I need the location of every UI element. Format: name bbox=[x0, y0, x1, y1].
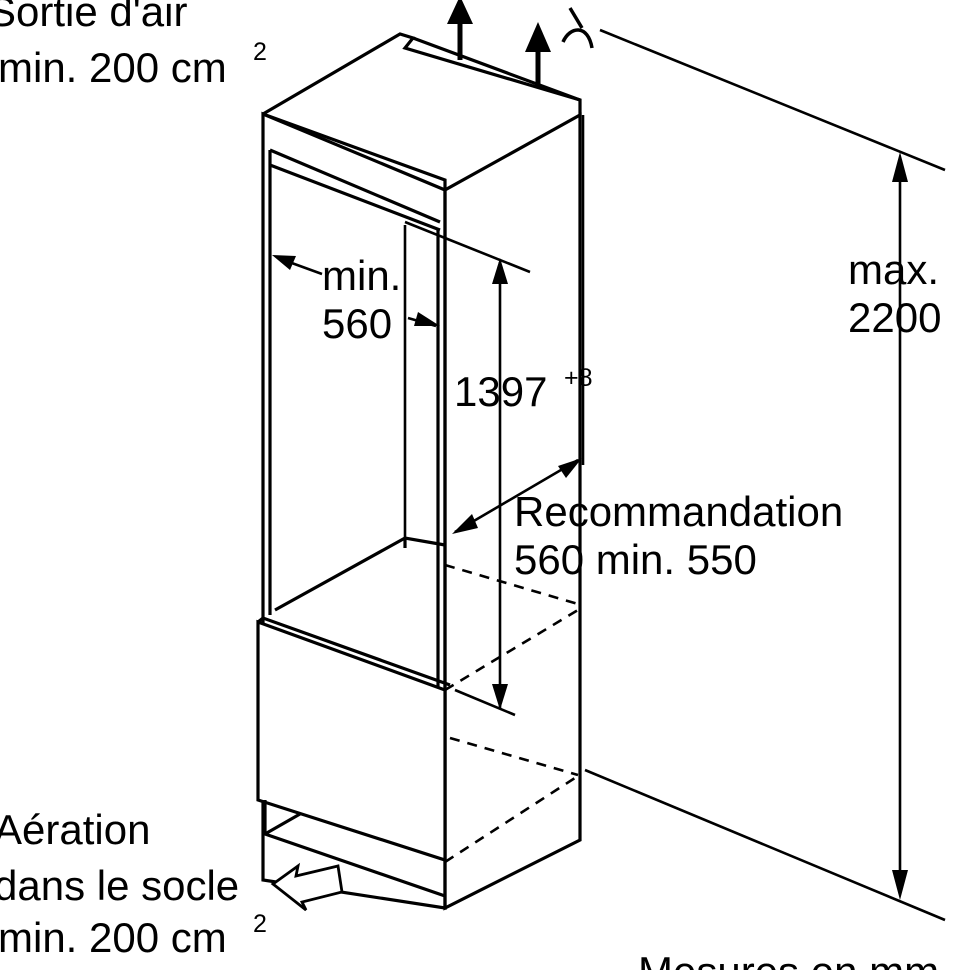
width-dimension bbox=[272, 255, 440, 328]
height-value: 1397 bbox=[454, 368, 547, 415]
label-width: min. 560 bbox=[322, 252, 401, 347]
width-line2: 560 bbox=[322, 300, 392, 347]
width-line1: min. bbox=[322, 252, 401, 299]
height-tolerance: +8 bbox=[564, 364, 593, 392]
depth-line1: Recommandation bbox=[514, 488, 843, 535]
depth-line2: 560 min. 550 bbox=[514, 536, 757, 583]
up-arrow-icon bbox=[525, 22, 551, 88]
niche-height-dimension bbox=[404, 220, 531, 717]
max-line1: max. bbox=[848, 246, 939, 293]
label-base-vent: Aération dans le socle min. 200 cm 2 bbox=[0, 806, 267, 961]
units-note: Mesures en mm bbox=[638, 948, 939, 970]
up-arrow-icon bbox=[447, 0, 473, 60]
max-line2: 2200 bbox=[848, 294, 941, 341]
label-height: 1397 +8 bbox=[454, 364, 593, 415]
label-depth: Recommandation 560 min. 550 bbox=[514, 488, 843, 583]
air-outlet-arrows bbox=[447, 0, 594, 88]
air-outlet-sup: 2 bbox=[253, 38, 267, 66]
base-vent-line1: Aération bbox=[0, 806, 150, 853]
air-outlet-line1: Sortie d'air bbox=[0, 0, 187, 35]
depth-dimension bbox=[452, 115, 585, 534]
base-vent-line2: dans le socle bbox=[0, 862, 239, 909]
hidden-edges bbox=[444, 563, 579, 864]
max-height-dimension bbox=[584, 28, 946, 922]
appliance-drawer bbox=[256, 616, 451, 898]
label-max-height: max. 2200 bbox=[848, 246, 941, 341]
label-units: Mesures en mm bbox=[638, 948, 939, 970]
base-vent-line3: min. 200 cm bbox=[0, 914, 227, 961]
cabinet-niche bbox=[261, 32, 582, 911]
break-symbol-icon bbox=[561, 7, 594, 49]
base-vent-sup: 2 bbox=[253, 910, 267, 938]
label-air-outlet: Sortie d'air min. 200 cm 2 bbox=[0, 0, 267, 91]
air-outlet-line2: min. 200 cm bbox=[0, 44, 227, 91]
hollow-arrow-icon bbox=[270, 862, 344, 912]
